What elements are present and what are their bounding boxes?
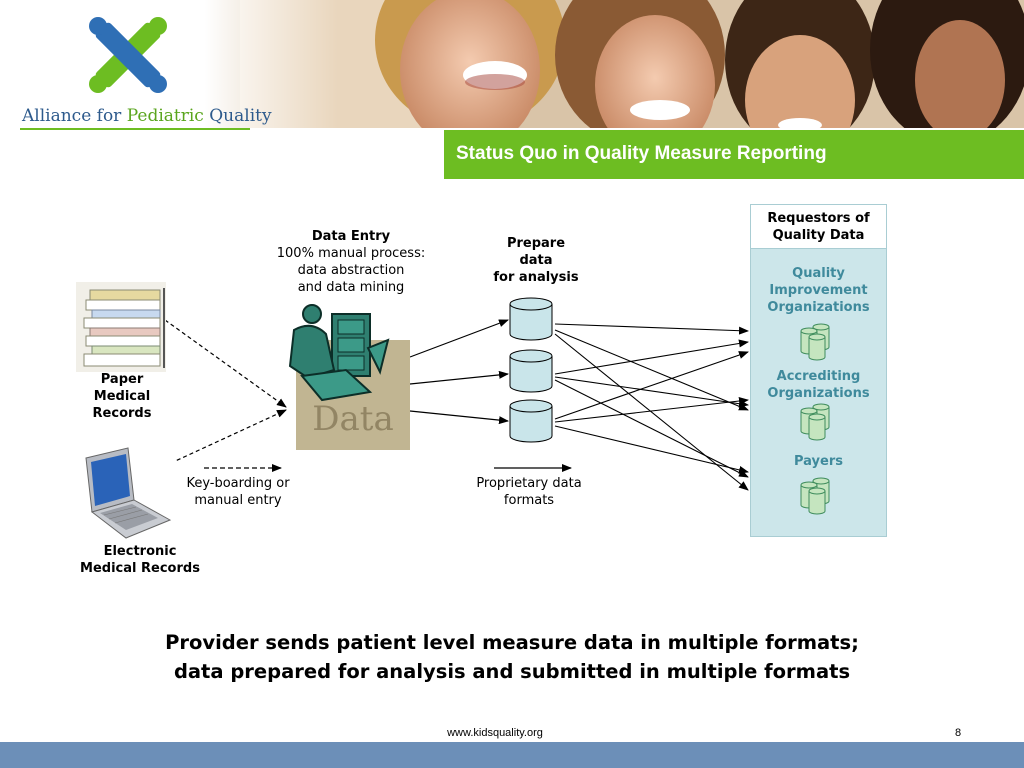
children-photo (0, 0, 1024, 135)
label-line: Organizations (767, 300, 870, 315)
requestor-accrediting: Accrediting Organizations (751, 368, 886, 402)
logo-text-highlight: Pediatric (126, 106, 204, 126)
label-line: data (519, 253, 553, 268)
clipart-data-word: Data (312, 399, 393, 439)
logo-text-part: Quality (203, 106, 272, 126)
label-line: Quality (792, 266, 845, 281)
arrow-db1-qio (554, 323, 749, 335)
arrow-db1-accred (554, 329, 749, 411)
database-icon (509, 349, 553, 393)
database-cylinders (509, 297, 553, 443)
label-line: and data mining (297, 280, 405, 295)
label-line: Records (92, 406, 152, 421)
laptop-icon (78, 444, 176, 544)
dashed-arrow-electronic (144, 409, 287, 476)
data-entry-clipart: Data (288, 304, 410, 450)
label-line: Improvement (769, 283, 868, 298)
label-line: Accrediting (776, 369, 861, 384)
label-line: formats (503, 493, 555, 508)
arrow-to-db1 (409, 319, 509, 358)
label-line: manual entry (194, 493, 282, 508)
requestors-panel: Requestors of Quality Data Quality Impro… (750, 204, 887, 537)
database-icon (509, 297, 553, 341)
arrow-to-db3 (409, 410, 509, 425)
data-entry-heading: Data Entry (311, 229, 391, 244)
database-stack-icon (800, 477, 830, 515)
paper-records-icon (76, 282, 166, 372)
database-stack-icon (800, 323, 830, 361)
label-line: Organizations (767, 386, 870, 401)
label-line: Medical (93, 389, 151, 404)
label-line: Medical Records (80, 561, 200, 576)
arrow-db1-payers (554, 333, 749, 491)
label-line: for analysis (493, 270, 579, 285)
page-number: 8 (955, 727, 962, 739)
requestor-payers: Payers (751, 453, 886, 470)
header-banner: Alliance for Pediatric Quality (0, 0, 1024, 135)
label-line: Proprietary data (476, 476, 582, 491)
arrow-db2-qio (554, 339, 749, 375)
arrow-to-db2 (409, 370, 509, 385)
label-line: 100% manual process: (276, 246, 426, 261)
data-entry-label: Data Entry 100% manual process: data abs… (258, 228, 444, 296)
label-line: Quality Data (772, 228, 865, 243)
arrow-db2-accred (554, 376, 749, 408)
prepare-data-label: Prepare data for analysis (476, 235, 596, 286)
database-stack-icon (800, 403, 830, 441)
electronic-records-label: Electronic Medical Records (70, 543, 210, 577)
label-line: Requestors of (767, 211, 870, 226)
label-line: data abstraction (297, 263, 405, 278)
arrow-db2-payers (554, 379, 749, 478)
legend-proprietary-label: Proprietary data formats (459, 475, 599, 509)
arrow-db3-payers (554, 425, 749, 474)
logo-wordmark: Alliance for Pediatric Quality (22, 106, 272, 126)
caption-line: data prepared for analysis and submitted… (173, 660, 851, 683)
logo-underline (20, 128, 250, 130)
logo-icon (89, 17, 167, 93)
caption-line: Provider sends patient level measure dat… (165, 631, 859, 654)
label-line: Prepare (506, 236, 566, 251)
label-line: Payers (794, 454, 843, 469)
title-bar: Status Quo in Quality Measure Reporting (444, 130, 1024, 179)
legend-manual-label: Key-boarding or manual entry (168, 475, 308, 509)
requestors-heading: Requestors of Quality Data (751, 205, 886, 249)
footer-bar (0, 742, 1024, 768)
arrow-db3-qio (554, 351, 749, 420)
database-icon (509, 399, 553, 443)
label-line: Paper (100, 372, 144, 387)
arrow-db3-accred (554, 397, 749, 423)
label-line: Electronic (103, 544, 177, 559)
dashed-arrow-paper (164, 319, 287, 408)
requestor-qio: Quality Improvement Organizations (751, 265, 886, 316)
footer-url[interactable]: www.kidsquality.org (447, 727, 543, 739)
logo-text-part: Alliance for (22, 106, 127, 126)
label-line: Key-boarding or (186, 476, 290, 491)
paper-records-label: Paper Medical Records (76, 371, 168, 422)
slide-title: Status Quo in Quality Measure Reporting (456, 143, 827, 164)
slide-caption: Provider sends patient level measure dat… (0, 628, 1024, 686)
